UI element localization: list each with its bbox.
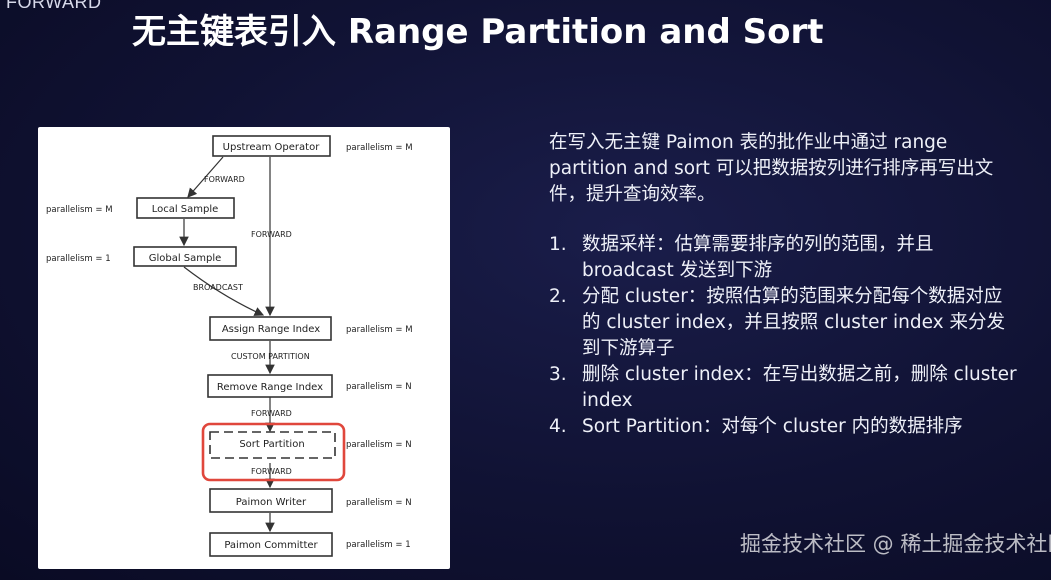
edge-label-broadcast: BROADCAST: [193, 283, 243, 292]
parallelism-label: parallelism = N: [346, 498, 412, 508]
step-number: 3.: [549, 364, 567, 385]
parallelism-label: parallelism = 1: [46, 254, 111, 264]
parallelism-label: parallelism = 1: [346, 540, 411, 550]
step-item: 4. Sort Partition：对每个 cluster 内的数据排序: [549, 414, 1019, 440]
parallelism-label: parallelism = M: [346, 143, 413, 153]
edge-label-forward: FORWARD: [251, 467, 292, 476]
description-intro: 在写入无主键 Paimon 表的批作业中通过 range partition a…: [549, 132, 994, 205]
parallelism-label: parallelism = N: [346, 440, 412, 450]
watermark: 掘金技术社区 @ 稀土掘金技术社区: [740, 532, 1051, 556]
parallelism-label: parallelism = M: [346, 325, 413, 335]
edge-global-to-assign: [183, 266, 265, 316]
node-label: Paimon Writer: [236, 497, 307, 508]
node-paimon-committer: [209, 532, 333, 557]
node-label: Global Sample: [149, 253, 222, 264]
description-block: 在写入无主键 Paimon 表的批作业中通过 range partition a…: [549, 130, 1019, 440]
node-label: Remove Range Index: [217, 382, 323, 393]
node-label: Sort Partition: [239, 439, 304, 450]
node-label: Upstream Operator: [223, 142, 321, 153]
node-assign-range-index: [209, 316, 332, 341]
step-number: 1.: [549, 234, 567, 255]
sort-partition-highlight: [201, 422, 346, 482]
node-remove-range-index: [207, 374, 333, 398]
flow-diagram: FORWARD FORWARD BROADCAST CUSTOM PARTITI…: [46, 135, 413, 557]
node-sort-partition: [209, 431, 336, 459]
node-global-sample: [133, 246, 237, 267]
edge-label-forward: FORWARD: [251, 409, 292, 418]
node-upstream-operator: [212, 135, 331, 157]
step-text: 删除 cluster index：在写出数据之前，删除 cluster inde…: [582, 364, 1017, 411]
steps-list: 1. 数据采样：估算需要排序的列的范围，并且 broadcast 发送到下游 2…: [549, 232, 1019, 440]
step-item: 2. 分配 cluster：按照估算的范围来分配每个数据对应的 cluster …: [549, 284, 1019, 362]
slide-title: 无主键表引入 Range Partition and Sort: [132, 12, 824, 52]
edge-upstream-to-local: [187, 156, 224, 198]
step-text: Sort Partition：对每个 cluster 内的数据排序: [582, 416, 963, 437]
corner-label: FORWARD: [6, 0, 102, 12]
node-local-sample: [136, 197, 235, 219]
parallelism-label: parallelism = M: [46, 205, 113, 215]
node-paimon-writer: [209, 488, 333, 513]
edge-label-custom-partition: CUSTOM PARTITION: [231, 352, 310, 361]
node-label: Assign Range Index: [222, 324, 320, 335]
parallelism-label: parallelism = N: [346, 382, 412, 392]
node-label: Local Sample: [152, 204, 219, 215]
edge-label-forward: FORWARD: [204, 175, 245, 184]
step-item: 1. 数据采样：估算需要排序的列的范围，并且 broadcast 发送到下游: [549, 232, 1019, 284]
node-label: Paimon Committer: [224, 540, 318, 551]
step-text: 数据采样：估算需要排序的列的范围，并且 broadcast 发送到下游: [582, 234, 934, 281]
step-text: 分配 cluster：按照估算的范围来分配每个数据对应的 cluster ind…: [582, 286, 1005, 359]
edge-label-forward: FORWARD: [251, 230, 292, 239]
flow-diagram-panel: FORWARD FORWARD BROADCAST CUSTOM PARTITI…: [38, 127, 450, 569]
step-number: 2.: [549, 286, 567, 307]
step-number: 4.: [549, 416, 567, 437]
step-item: 3. 删除 cluster index：在写出数据之前，删除 cluster i…: [549, 362, 1019, 414]
